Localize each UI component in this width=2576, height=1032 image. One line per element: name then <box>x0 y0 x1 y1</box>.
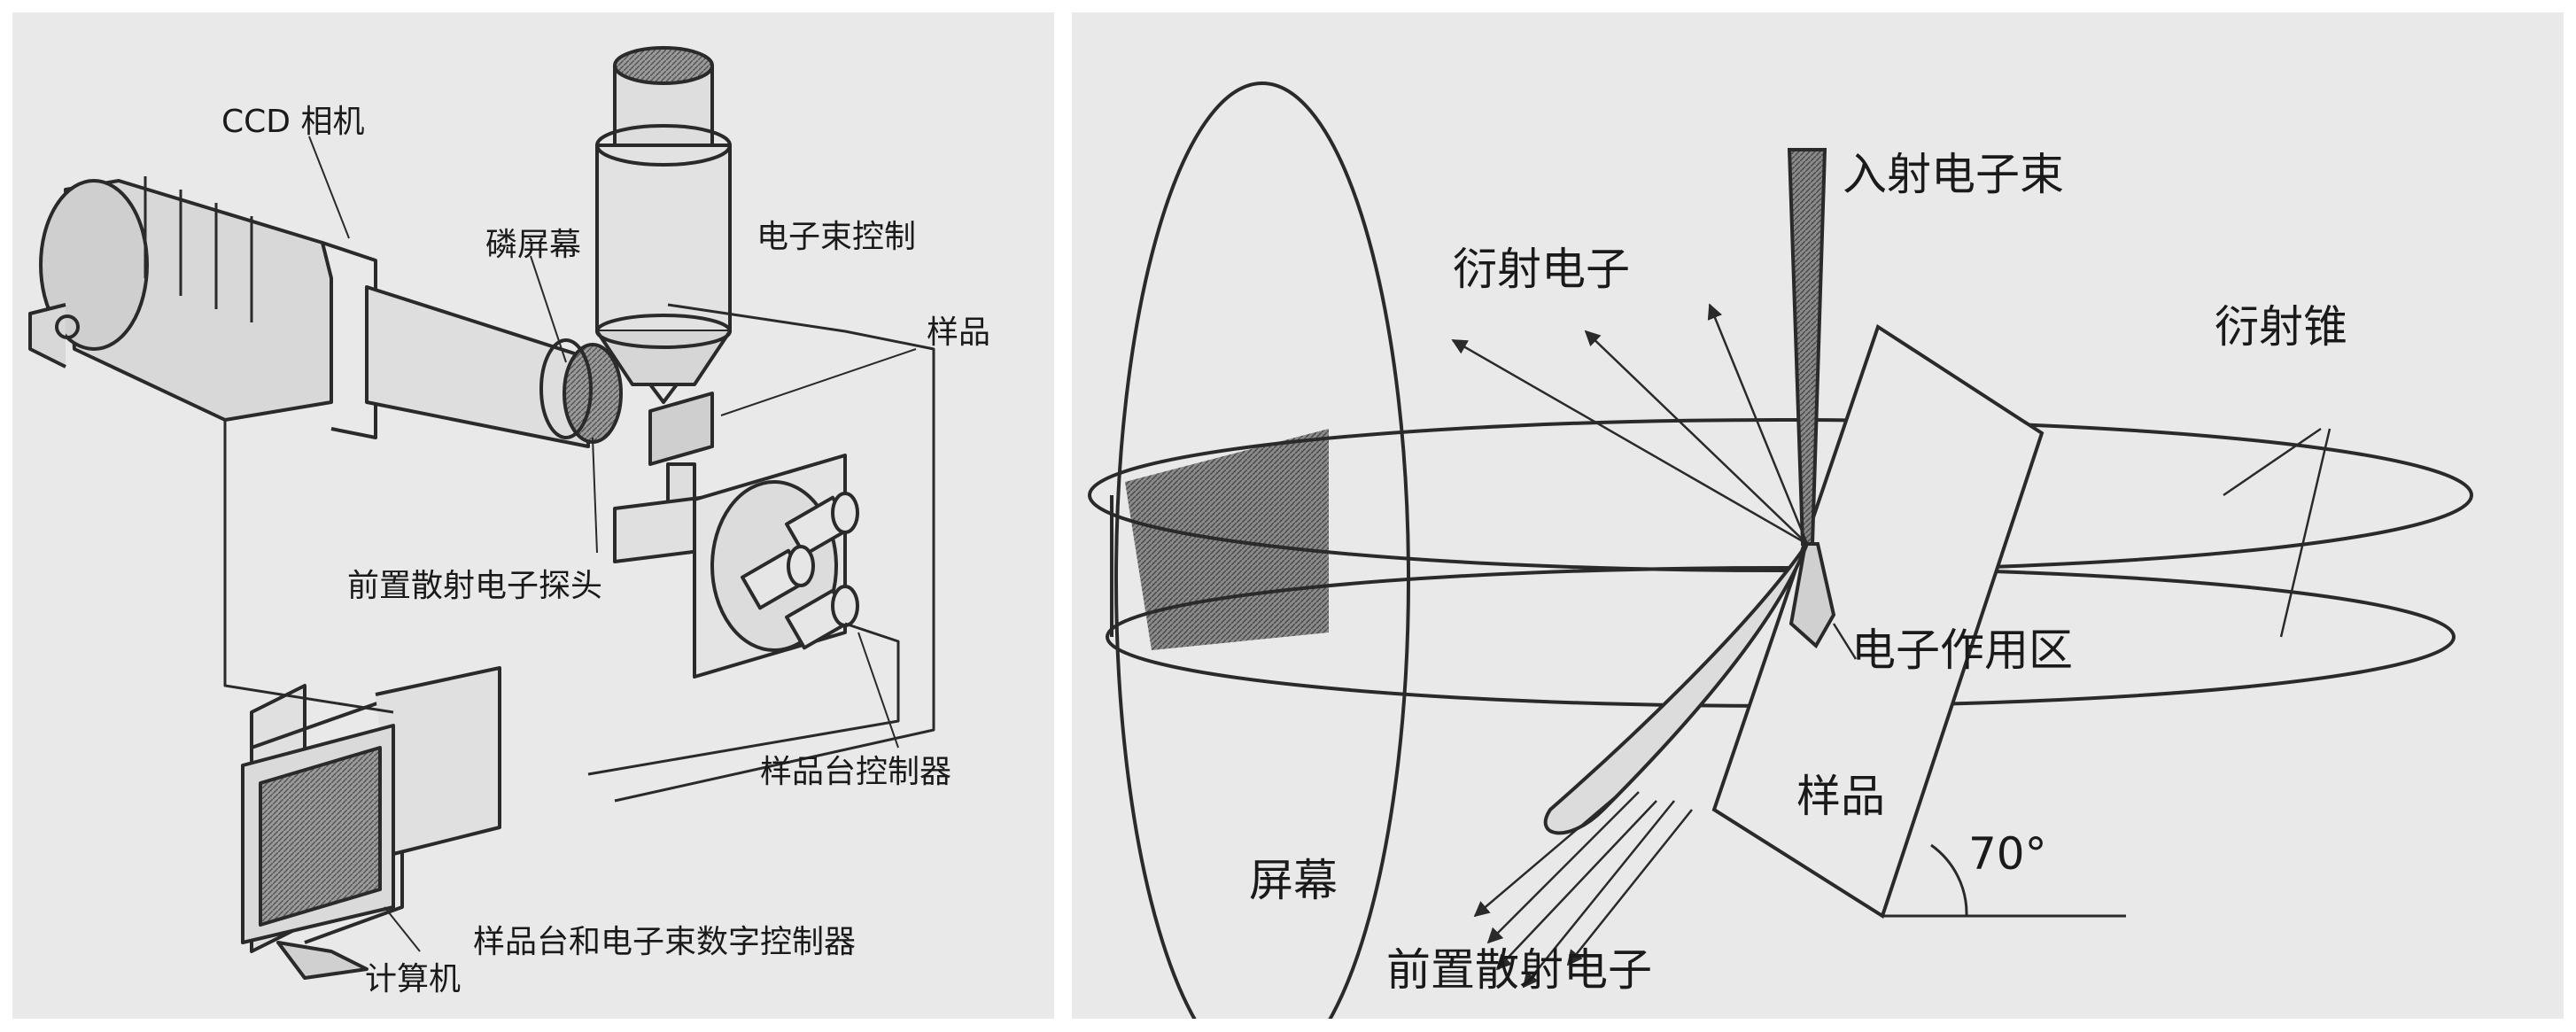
label-beam-control: 电子束控制 <box>757 219 917 255</box>
label-stage-controller: 样品台控制器 <box>760 754 952 790</box>
label-diffracted-electrons: 衍射电子 <box>1453 244 1630 295</box>
label-interaction-zone: 电子作用区 <box>1851 625 2073 676</box>
leader-lines <box>308 136 917 952</box>
label-computer: 计算机 <box>365 961 462 997</box>
computer <box>241 666 501 980</box>
wiring <box>223 303 935 803</box>
ebsd-system-drawing <box>28 46 935 980</box>
diffraction-drawing <box>1088 81 2473 1019</box>
diffraction-cone-upper <box>1088 418 2473 572</box>
label-incident-beam: 入射电子束 <box>1843 149 2064 200</box>
label-tilt-angle: 70° <box>1968 828 2047 880</box>
ebsd-system-diagram: CCD 相机 磷屏幕 电子束控制 样品 前置散射电子探头 样品台控制器 样品台和… <box>12 12 1054 1019</box>
label-sample: 样品 <box>927 314 991 351</box>
diffracted-electron-arrows <box>1451 303 1809 546</box>
electron-column <box>595 46 732 404</box>
forward-scatter-lobe <box>1543 542 1809 835</box>
label-digital-controller: 样品台和电子束数字控制器 <box>473 924 857 960</box>
label-ccd-camera: CCD 相机 <box>221 104 365 140</box>
label-diffraction-cone: 衍射锥 <box>2215 301 2347 353</box>
tilt-angle-marker <box>1882 843 2126 918</box>
camera-snout <box>365 285 623 448</box>
leader-lines <box>1832 427 2332 660</box>
diffraction-geometry-diagram: 入射电子束 衍射电子 衍射锥 电子作用区 样品 70° 屏幕 前置散射电子 <box>1072 12 2564 1019</box>
label-sample: 样品 <box>1796 771 1885 822</box>
forward-scatter-arrows <box>1473 791 1693 989</box>
label-screen: 屏幕 <box>1249 855 1338 906</box>
incident-beam <box>1787 148 1827 546</box>
label-phosphor-screen: 磷屏幕 <box>485 227 582 263</box>
stage-controller <box>693 454 859 679</box>
label-forward-scattered-electrons: 前置散射电子 <box>1386 944 1652 996</box>
label-forward-scatter-detector: 前置散射电子探头 <box>347 568 603 604</box>
interaction-zone <box>1788 542 1836 649</box>
ccd-camera <box>28 176 377 439</box>
